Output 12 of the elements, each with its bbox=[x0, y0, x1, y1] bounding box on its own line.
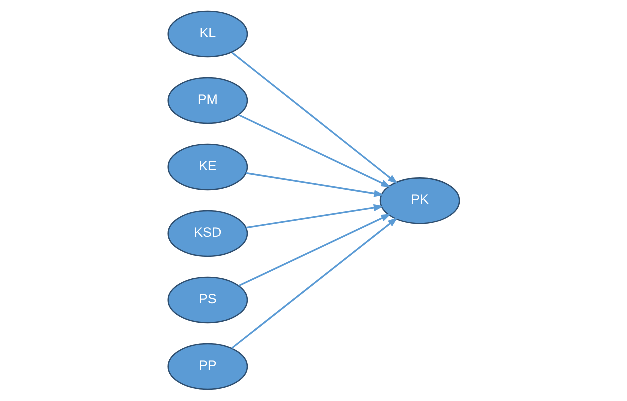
arrow bbox=[238, 214, 391, 287]
node-ellipse: KE bbox=[167, 144, 248, 191]
arrow bbox=[231, 218, 398, 350]
node-ellipse: KSD bbox=[167, 210, 248, 258]
node-ellipse: PM bbox=[167, 77, 248, 124]
node-ellipse: KL bbox=[167, 10, 248, 58]
arrow bbox=[246, 204, 384, 229]
arrow bbox=[231, 52, 398, 184]
arrow bbox=[238, 114, 391, 188]
node-ellipse: PP bbox=[167, 343, 248, 390]
arrow bbox=[246, 172, 384, 198]
node-ellipse: PS bbox=[167, 276, 248, 324]
